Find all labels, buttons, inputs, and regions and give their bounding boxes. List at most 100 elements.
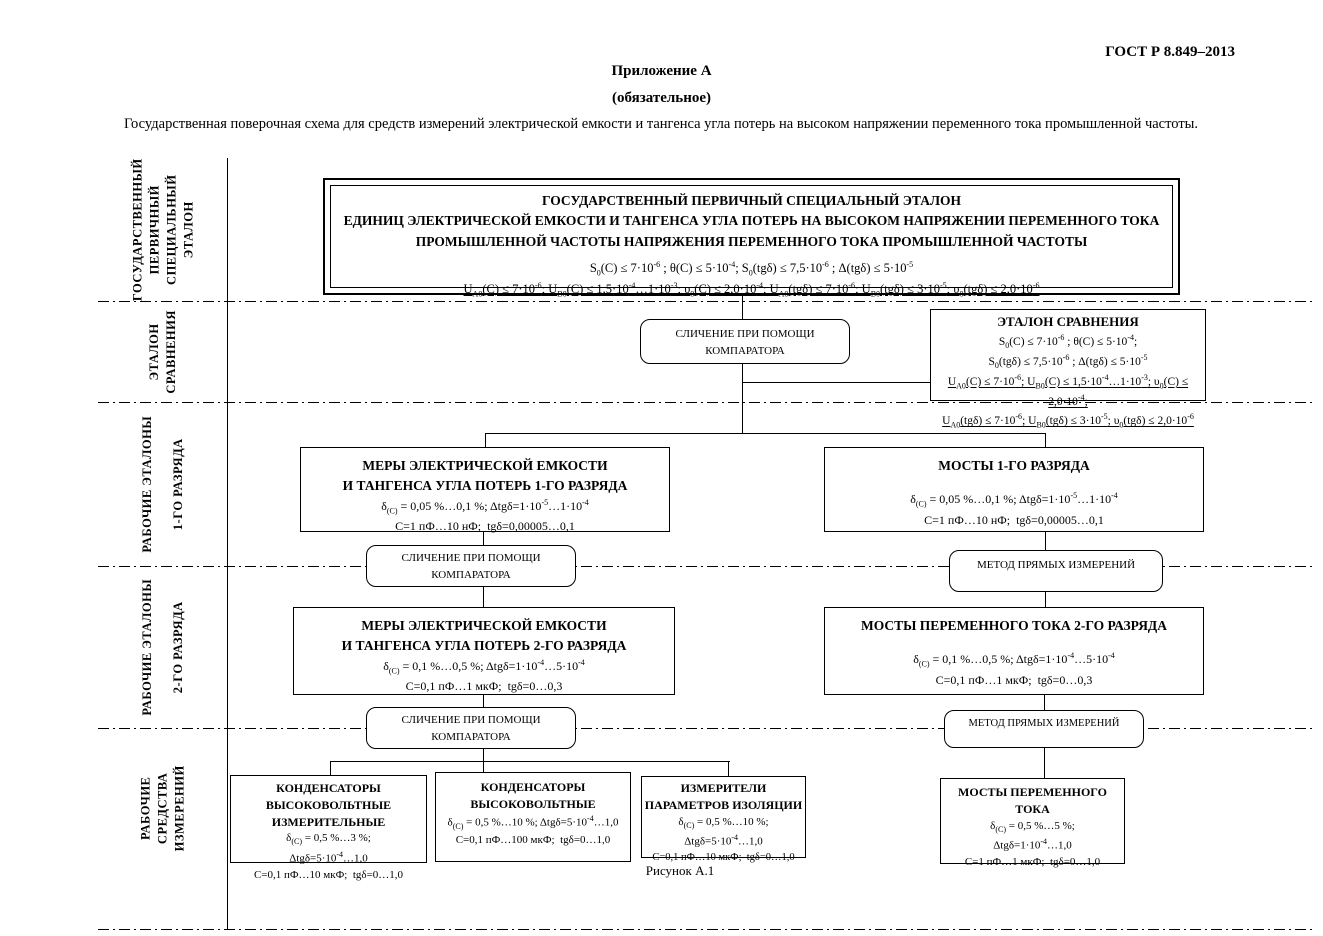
comparator-label: КОМПАРАТОРА [431,568,511,581]
band-label-line: 1-ГО РАЗРЯДА [171,438,185,530]
direct-method-label: МЕТОД ПРЯМЫХ ИЗМЕРЕНИЙ [968,718,1120,729]
direct-method-label: МЕТОД ПРЯМЫХ ИЗМЕРЕНИЙ [976,559,1136,571]
measures-2nd-formula: δ(C) = 0,1 %…0,5 %; Δtgδ=1·10-4…5·10-4 [383,657,585,675]
comparator-label: КОМПАРАТОРА [705,344,785,357]
instrument-formula: δ(C) = 0,5 %…10 %; Δtgδ=5·10-4…1,0 [447,813,619,831]
measures-1st-box: МЕРЫ ЭЛЕКТРИЧЕСКОЙ ЕМКОСТИ И ТАНГЕНСА УГ… [300,447,670,533]
connector-line [742,294,743,434]
bridges-2nd-formula: δ(C) = 0,1 %…0,5 %; Δtgδ=1·10-4…5·10-4 [913,651,1115,669]
comparison-standard-box: ЭТАЛОН СРАВНЕНИЯ S0(C) ≤ 7·10-6 ; θ(C) ≤… [930,309,1206,429]
band-label-comparison-standard: ЭТАЛОН СРАВНЕНИЯ [104,302,222,402]
instrument-formula: C=1 пФ…1 мкФ; tgδ=0…1,0 [964,855,1101,868]
bridges-1st-formula: C=1 пФ…10 нФ; tgδ=0,00005…0,1 [924,512,1104,527]
direct-method-box: МЕТОД ПРЯМЫХ ИЗМЕРЕНИЙ [949,550,1163,592]
instrument-box-insulation-meters: ИЗМЕРИТЕЛИ ПАРАМЕТРОВ ИЗОЛЯЦИИ δ(C) = 0,… [641,776,806,863]
measures-2nd-title: И ТАНГЕНСА УГЛА ПОТЕРЬ 2-ГО РАЗРЯДА [341,638,627,654]
scheme-description: Государственная поверочная схема для сре… [123,116,1199,132]
measures-2nd-box: МЕРЫ ЭЛЕКТРИЧЕСКОЙ ЕМКОСТИ И ТАНГЕНСА УГ… [293,607,675,695]
sidebar-frame-line [227,158,228,929]
instrument-formula: Δtgδ=5·10-4…1,0 [684,832,763,848]
connector-line [330,761,730,762]
comparator-label: СЛИЧЕНИЕ ПРИ ПОМОЩИ [401,714,541,726]
band-label-line: РАБОЧИЕ ЭТАЛОНЫ [139,415,154,553]
bridges-2nd-title: МОСТЫ ПЕРЕМЕННОГО ТОКА 2-ГО РАЗРЯДА [861,618,1167,633]
instrument-title: КОНДЕНСАТОРЫ [276,781,381,795]
instrument-title: КОНДЕНСАТОРЫ [480,780,586,794]
connector-line [485,433,1045,434]
instrument-title: ВЫСОКОВОЛЬТНЫЕ [470,796,596,811]
instrument-title: ВЫСОКОВОЛЬТНЫЕ [265,797,392,812]
doc-number: ГОСТ Р 8.849–2013 [1105,44,1235,60]
band-label-primary-standard: ГОСУДАРСТВЕННЫЙ ПЕРВИЧНЫЙ СПЕЦИАЛЬНЫЙ ЭТ… [104,158,222,302]
bridges-1st-formula: δ(C) = 0,05 %…0,1 %; Δtgδ=1·10-5…1·10-4 [910,491,1118,509]
measures-2nd-formula: C=0,1 пФ…1 мкФ; tgδ=0…0,3 [405,678,563,693]
band-separator-line [98,566,1315,568]
band-label-line: РАБОЧИЕ [138,776,153,840]
instrument-title: ИЗМЕРИТЕЛЬНЫЕ [271,814,386,829]
comparator-box: СЛИЧЕНИЕ ПРИ ПОМОЩИ КОМПАРАТОРА [366,707,576,749]
band-label-line: ГОСУДАРСТВЕННЫЙ [130,158,145,302]
primary-standard-box: ГОСУДАРСТВЕННЫЙ ПЕРВИЧНЫЙ СПЕЦИАЛЬНЫЙ ЭТ… [323,178,1180,298]
comparison-standard-formula: UA0(tgδ) ≤ 7·10-6; UB0(tgδ) ≤ 3·10-5; υ0… [942,412,1194,430]
band-label-line: ИЗМЕРЕНИЙ [172,764,187,852]
band-label-working-2nd: РАБОЧИЕ ЭТАЛОНЫ 2-ГО РАЗРЯДА [104,566,222,728]
comparison-standard-formula: S0(C) ≤ 7·10-6 ; θ(C) ≤ 5·10-4; [998,332,1138,350]
instrument-box-capacitors-measuring: КОНДЕНСАТОРЫ ВЫСОКОВОЛЬТНЫЕ ИЗМЕРИТЕЛЬНЫ… [230,775,427,881]
primary-standard-formula: S0(C) ≤ 7·10-6 ; θ(C) ≤ 5·10-4; S0(tgδ) … [589,259,914,278]
comparator-label: СЛИЧЕНИЕ ПРИ ПОМОЩИ [675,328,815,340]
comparison-standard-formula: UA0(C) ≤ 7·10-6; UB0(C) ≤ 1,5·10-4…1·10-… [947,373,1189,409]
instrument-title: МОСТЫ ПЕРЕМЕННОГО [958,785,1107,799]
primary-standard-title: ПРОМЫШЛЕННОЙ ЧАСТОТЫ НАПРЯЖЕНИЯ ПЕРЕМЕНН… [415,233,1088,249]
band-label-line: ЭТАЛОН [147,323,162,381]
figure-caption: Рисунок А.1 [645,863,715,878]
band-label-line: РАБОЧИЕ ЭТАЛОНЫ [139,578,154,716]
connector-line [742,382,930,383]
instrument-box-ac-bridges: МОСТЫ ПЕРЕМЕННОГО ТОКА δ(C) = 0,5 %…5 %;… [940,778,1125,868]
connector-line [1045,433,1046,448]
appendix-note: (обязательное) [611,90,712,106]
band-separator-line [98,402,1315,404]
instrument-formula: C=0,1 пФ…10 мкФ; tgδ=0…1,0 [253,868,404,881]
primary-standard-title: ЕДИНИЦ ЭЛЕКТРИЧЕСКОЙ ЕМКОСТИ И ТАНГЕНСА … [343,213,1160,229]
direct-method-box: МЕТОД ПРЯМЫХ ИЗМЕРЕНИЙ [944,710,1144,748]
instrument-title: ТОКА [1015,801,1050,816]
comparison-standard-formula: S0(tgδ) ≤ 7,5·10-6 ; Δ(tgδ) ≤ 5·10-5 [988,352,1148,371]
instrument-formula: δ(C) = 0,5 %…3 %; [286,832,371,847]
measures-1st-title: И ТАНГЕНСА УГЛА ПОТЕРЬ 1-ГО РАЗРЯДА [342,478,628,494]
band-label-working-instruments: РАБОЧИЕ СРЕДСТВА ИЗМЕРЕНИЙ [104,728,222,888]
measures-1st-title: МЕРЫ ЭЛЕКТРИЧЕСКОЙ ЕМКОСТИ [362,458,608,473]
instrument-formula: δ(C) = 0,5 %…5 %; [990,819,1075,834]
band-separator-line [98,301,1315,303]
band-label-line: ЭТАЛОН [180,201,195,259]
primary-standard-inner-frame: ГОСУДАРСТВЕННЫЙ ПЕРВИЧНЫЙ СПЕЦИАЛЬНЫЙ ЭТ… [330,185,1173,298]
comparator-label: СЛИЧЕНИЕ ПРИ ПОМОЩИ [401,552,541,564]
band-separator-line [98,929,1315,931]
bridges-2nd-box: МОСТЫ ПЕРЕМЕННОГО ТОКА 2-ГО РАЗРЯДА δ(C)… [824,607,1204,695]
instrument-formula: C=0,1 пФ…10 мкФ; tgδ=0…1,0 [652,851,795,863]
band-separator-line [98,728,1315,730]
appendix-title: Приложение А [611,63,712,79]
comparator-box: СЛИЧЕНИЕ ПРИ ПОМОЩИ КОМПАРАТОРА [366,545,576,587]
measures-1st-formula: C=1 пФ…10 нФ; tgδ=0,00005…0,1 [395,518,575,533]
instrument-title: ПАРАМЕТРОВ ИЗОЛЯЦИИ [644,797,803,812]
instrument-formula: Δtgδ=5·10-4…1,0 [289,849,368,865]
connector-line [330,761,331,776]
band-label-line: 2-ГО РАЗРЯДА [171,601,185,693]
measures-1st-formula: δ(C) = 0,05 %…0,1 %; Δtgδ=1·10-5…1·10-4 [381,497,589,515]
band-label-working-1st: РАБОЧИЕ ЭТАЛОНЫ 1-ГО РАЗРЯДА [104,402,222,566]
bridges-1st-title: МОСТЫ 1-ГО РАЗРЯДА [938,458,1090,473]
primary-standard-formula: UA0(C) ≤ 7·10-6; UB0(C) ≤ 1,5·10-4…1·10-… [463,280,1040,299]
comparator-label: КОМПАРАТОРА [431,730,511,743]
instrument-formula: δ(C) = 0,5 %…10 %; [678,815,769,830]
band-label-line: СРЕДСТВА [155,772,170,844]
instrument-formula: C=0,1 пФ…100 мкФ; tgδ=0…1,0 [455,834,611,847]
band-label-line: СРАВНЕНИЯ [164,310,178,394]
band-label-line: СПЕЦИАЛЬНЫЙ [164,174,178,286]
instrument-formula: Δtgδ=1·10-4…1,0 [993,836,1072,852]
bridges-1st-box: МОСТЫ 1-ГО РАЗРЯДА δ(C) = 0,05 %…0,1 %; … [824,447,1204,532]
connector-line [485,433,486,448]
instrument-box-capacitors-hv: КОНДЕНСАТОРЫ ВЫСОКОВОЛЬТНЫЕ δ(C) = 0,5 %… [435,772,631,862]
band-label-line: ПЕРВИЧНЫЙ [147,185,162,275]
instrument-title: ИЗМЕРИТЕЛИ [680,781,767,795]
